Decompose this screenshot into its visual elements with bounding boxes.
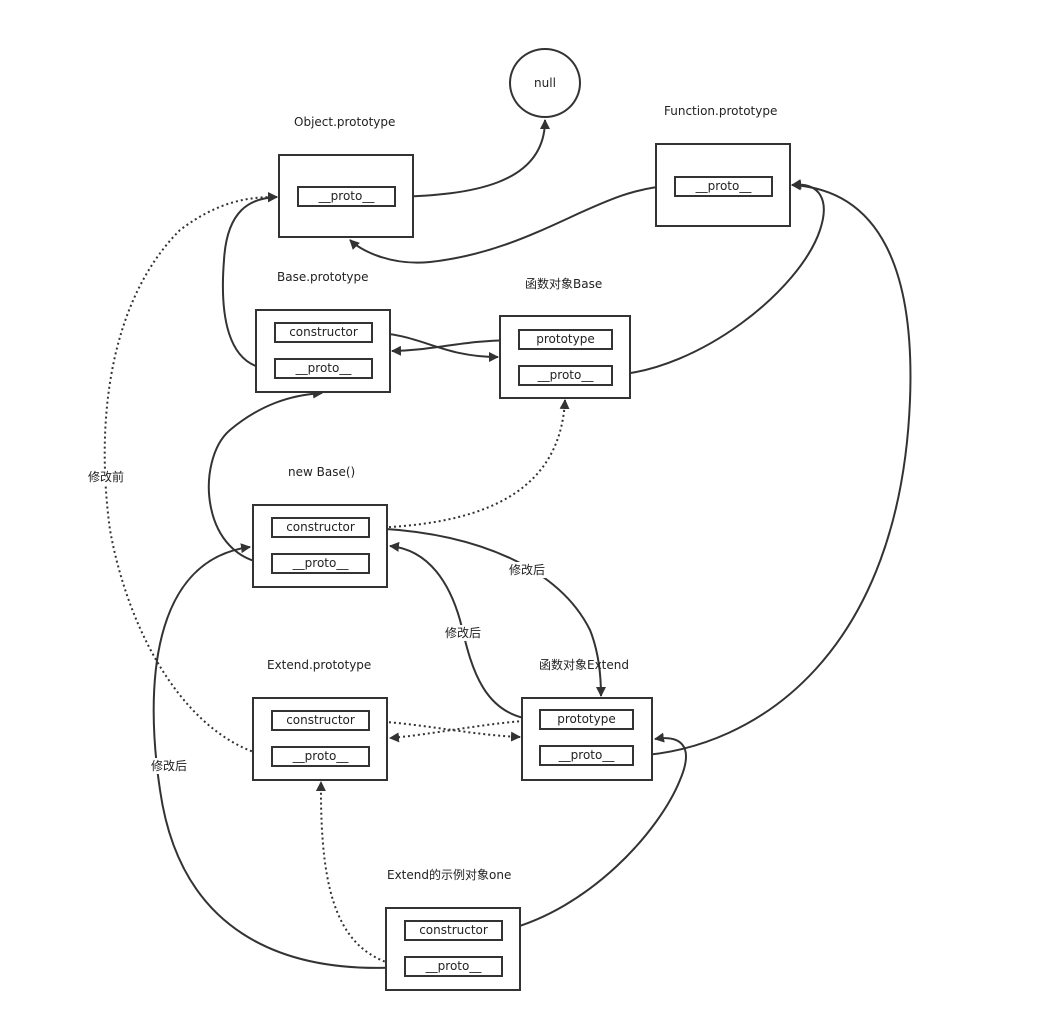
arrow-new-base-constructor-to-function-extend [368,527,606,697]
function-extend-title: 函数对象Extend [539,658,629,672]
null-label: null [534,76,556,90]
function-prototype-title: Function.prototype [664,104,778,118]
note-before-change: 修改前 [87,469,126,485]
note-after-change-3: 修改后 [150,758,189,774]
arrow-new-base-constructor-to-function-base [368,399,570,529]
base-prototype-title: Base.prototype [277,270,369,284]
arrow-instance-proto-to-new-base [152,543,405,969]
extend-prototype-constructor-slot: constructor [271,710,370,731]
arrow-function-extend-prototype-to-new-base [389,541,540,721]
extend-instance-constructor-slot: constructor [404,920,503,941]
note-after-change-2: 修改后 [444,625,483,641]
arrow-instance-constructor-to-function-extend [501,732,687,932]
arrow-base-prototype-proto-to-object-prototype [221,192,278,371]
new-base-constructor-slot: constructor [271,517,370,538]
base-prototype-proto-slot: __proto__ [274,358,373,379]
extend-instance-title: Extend的示例对象one [387,868,512,882]
object-prototype-proto-slot: __proto__ [297,186,396,207]
arrow-function-base-proto-to-function-prototype [612,179,825,376]
new-base-proto-slot: __proto__ [271,553,370,574]
note-after-change-1: 修改后 [508,562,547,578]
extend-prototype-title: Extend.prototype [267,658,372,672]
new-base-title: new Base() [288,465,356,479]
arrow-object-proto-to-null [395,119,550,198]
base-prototype-constructor-slot: constructor [274,322,373,343]
arrow-extend-prototype-proto-to-object-prototype [103,192,278,758]
arrow-new-base-proto-to-base-prototype [207,388,323,565]
extend-prototype-proto-slot: __proto__ [271,746,370,767]
arrow-function-proto-to-object-prototype [349,185,675,264]
function-base-proto-slot: __proto__ [518,365,613,386]
function-extend-proto-slot: __proto__ [539,745,634,766]
function-base-title: 函数对象Base [525,277,603,291]
function-prototype-proto-slot: __proto__ [674,176,773,197]
extend-instance-proto-slot: __proto__ [404,956,503,977]
function-extend-prototype-slot: prototype [539,709,634,730]
function-base-box [499,315,631,399]
null-node: null [509,48,581,118]
arrow-extend-constructor-to-function-extend [368,720,521,742]
arrow-instance-proto-to-extend-prototype [315,781,405,968]
object-prototype-title: Object.prototype [294,115,396,129]
function-base-prototype-slot: prototype [518,329,613,350]
arrow-function-extend-prototype-to-extend-prototype [389,719,540,743]
arrow-function-extend-proto-to-function-prototype [632,180,912,757]
